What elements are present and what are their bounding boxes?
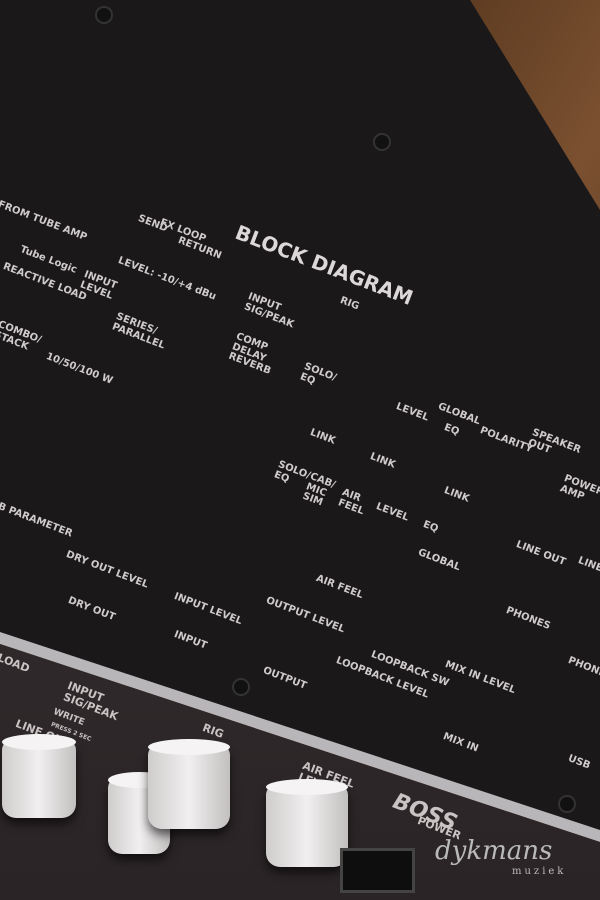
line-out-knob[interactable] <box>2 734 76 818</box>
screw <box>232 678 250 696</box>
watermark-sub: muziek <box>512 866 567 877</box>
watermark: dykmans <box>435 836 553 866</box>
power-switch[interactable] <box>340 848 415 893</box>
air-feel-knob[interactable] <box>266 779 348 867</box>
screw <box>95 6 113 24</box>
screw <box>558 795 576 813</box>
rig-knob[interactable] <box>148 739 230 829</box>
screw <box>373 133 391 151</box>
